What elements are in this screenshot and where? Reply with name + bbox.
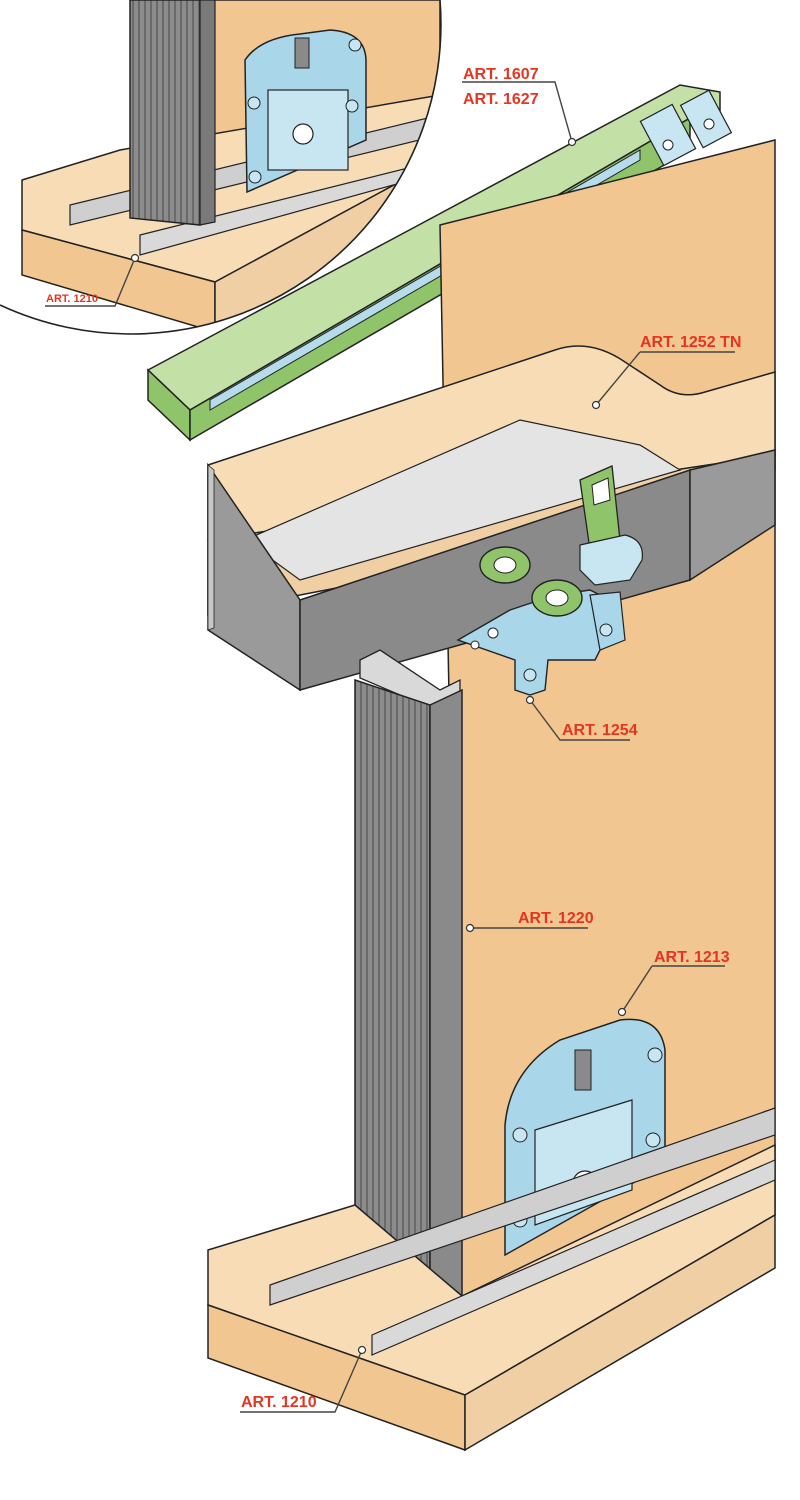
label-art-1210-detail: ART. 1210 [46, 293, 98, 305]
leader-lines [45, 81, 735, 1413]
label-art-1210-main: ART. 1210 [241, 1394, 317, 1411]
top-hanger [456, 465, 643, 696]
label-art-1213: ART. 1213 [654, 949, 730, 966]
label-art-1627: ART. 1627 [463, 91, 539, 108]
label-art-1220: ART. 1220 [518, 910, 594, 927]
part-labels: ART. 1607 ART. 1627 ART. 1252 TN ART. 12… [46, 66, 741, 1411]
vertical-door-profile [354, 649, 463, 1314]
detail-door-profile [129, 0, 201, 226]
label-art-1607: ART. 1607 [463, 66, 539, 83]
bottom-board [207, 1107, 776, 1452]
label-art-1254: ART. 1254 [562, 722, 638, 739]
label-art-1252tn: ART. 1252 TN [640, 334, 741, 351]
magnifier-detail-circle-icon [0, 0, 442, 335]
